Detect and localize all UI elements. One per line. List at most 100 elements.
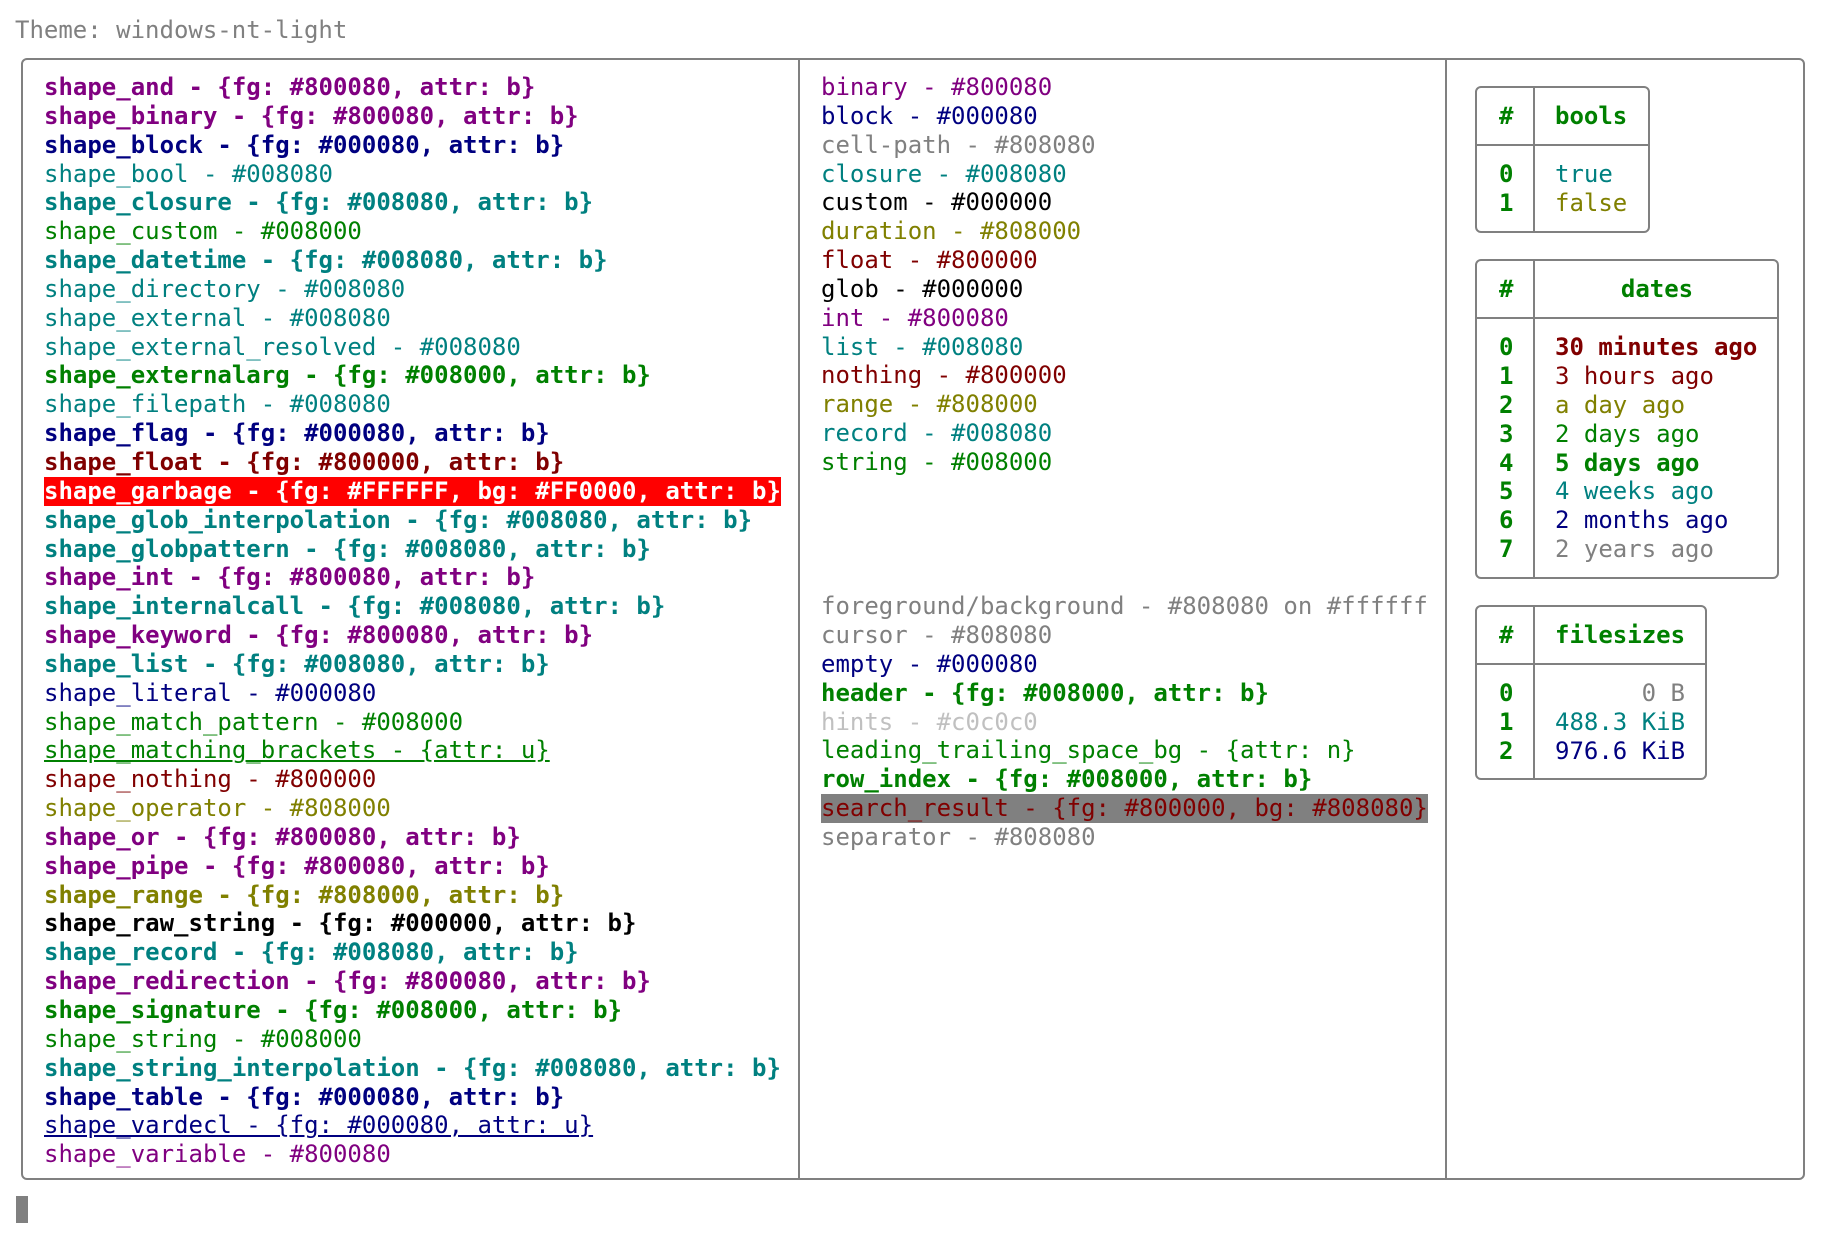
list-item-garbage: shape_garbage - {fg: #FFFFFF, bg: #FF000… [44, 476, 781, 506]
table-cell: true [1555, 160, 1613, 188]
table-row-index: 2 [1499, 737, 1514, 765]
table-row-index: 6 [1499, 506, 1514, 534]
list-item: shape_list - {fg: #008080, attr: b} [44, 649, 550, 678]
list-item: closure - #008080 [821, 159, 1067, 188]
list-item: float - #800000 [821, 246, 1038, 275]
list-item: shape_nothing - #800000 [44, 765, 377, 794]
list-item: shape_pipe - {fg: #800080, attr: b} [44, 851, 550, 880]
table-cell: 0 B [1641, 679, 1685, 707]
list-item: range - #808000 [821, 390, 1038, 419]
list-item: shape_closure - {fg: #008080, attr: b} [44, 188, 594, 217]
list-item: shape_int - {fg: #800080, attr: b} [44, 563, 536, 592]
table-cell: 488.3 KiB [1555, 708, 1686, 736]
shape-styles-list: shape_and - {fg: #800080, attr: b} shape… [44, 73, 781, 1169]
list-item: shape_string - #008000 [44, 1024, 362, 1053]
list-item: shape_operator - #808000 [44, 794, 391, 823]
list-item: custom - #000000 [821, 188, 1053, 217]
bools-table: # bools 0 true 1 false [1475, 86, 1650, 233]
list-item: leading_trailing_space_bg - {attr: n} [821, 736, 1356, 765]
list-item: foreground/background - #808080 on #ffff… [821, 592, 1428, 621]
list-item: shape_literal - #000080 [44, 678, 377, 707]
table-cell: 2 months ago [1555, 506, 1729, 534]
table-index-header: # [1499, 275, 1514, 303]
table-cell: false [1555, 189, 1628, 217]
list-item: shape_externalarg - {fg: #008000, attr: … [44, 361, 651, 390]
list-item: shape_flag - {fg: #000080, attr: b} [44, 419, 550, 448]
table-row-index: 1 [1499, 362, 1514, 390]
list-item: shape_glob_interpolation - {fg: #008080,… [44, 505, 753, 534]
list-item-search-result: search_result - {fg: #800000, bg: #80808… [821, 794, 1428, 823]
list-item: shape_raw_string - {fg: #000000, attr: b… [44, 909, 637, 938]
list-item: shape_bool - #008080 [44, 159, 333, 188]
type-styles-list: binary - #800080 block - #000080 cell-pa… [821, 73, 1428, 852]
column-separator [798, 58, 800, 1180]
list-item: shape_external - #008080 [44, 303, 391, 332]
list-item: shape_vardecl - {fg: #000080, attr: u} [44, 1111, 594, 1140]
table-cell: a day ago [1555, 391, 1686, 419]
table-column-header: filesizes [1555, 621, 1686, 649]
list-item: string - #008000 [821, 447, 1053, 476]
table-cell: 30 minutes ago [1555, 333, 1758, 361]
table-row-index: 5 [1499, 477, 1514, 505]
table-row-index: 4 [1499, 449, 1514, 477]
dates-table: # dates 0 30 minutes ago 1 3 hours ago 2… [1475, 259, 1779, 579]
list-item: shape_redirection - {fg: #800080, attr: … [44, 967, 651, 996]
table-column-header: bools [1555, 102, 1628, 130]
list-item: shape_string_interpolation - {fg: #00808… [44, 1053, 781, 1082]
table-index-header: # [1499, 621, 1514, 649]
table-cell: 3 hours ago [1555, 362, 1714, 390]
table-column-header: dates [1620, 275, 1694, 303]
list-item: shape_match_pattern - #008000 [44, 707, 464, 736]
list-item: shape_or - {fg: #800080, attr: b} [44, 822, 521, 851]
table-row-index: 3 [1499, 420, 1514, 448]
filesizes-table: # filesizes 0 0 B 1 488.3 KiB 2 976.6 Ki… [1475, 605, 1707, 780]
list-item: shape_and - {fg: #800080, attr: b} [44, 73, 536, 101]
spacer [821, 477, 1428, 592]
list-item: shape_binary - {fg: #800080, attr: b} [44, 101, 579, 130]
list-item: duration - #808000 [821, 217, 1082, 246]
table-row-index: 0 [1499, 679, 1514, 707]
list-item: separator - #808080 [821, 822, 1096, 851]
list-item: shape_globpattern - {fg: #008080, attr: … [44, 534, 651, 563]
table-cell: 5 days ago [1555, 449, 1700, 477]
table-row-index: 0 [1499, 160, 1514, 188]
list-item: shape_keyword - {fg: #800080, attr: b} [44, 621, 594, 650]
theme-title: Theme: windows-nt-light [15, 16, 348, 44]
list-item: header - {fg: #008000, attr: b} [821, 678, 1269, 707]
list-item: shape_datetime - {fg: #008080, attr: b} [44, 246, 608, 275]
list-item: shape_float - {fg: #800000, attr: b} [44, 447, 565, 476]
list-item: cursor - #808080 [821, 621, 1053, 650]
table-cell: 976.6 KiB [1555, 737, 1686, 765]
list-item: shape_internalcall - {fg: #008080, attr:… [44, 592, 666, 621]
list-item: int - #800080 [821, 303, 1009, 332]
list-item: nothing - #800000 [821, 361, 1067, 390]
list-item: binary - #800080 [821, 73, 1053, 101]
table-row-index: 2 [1499, 391, 1514, 419]
table-cell: 2 days ago [1555, 420, 1700, 448]
list-item: shape_signature - {fg: #008000, attr: b} [44, 996, 622, 1024]
list-item: shape_variable - #800080 [44, 1140, 391, 1169]
table-row-index: 1 [1499, 189, 1514, 217]
list-item: shape_block - {fg: #000080, attr: b} [44, 130, 565, 159]
list-item: shape_filepath - #008080 [44, 390, 391, 419]
list-item: shape_custom - #008000 [44, 217, 362, 246]
list-item: row_index - {fg: #008000, attr: b} [821, 765, 1313, 794]
list-item: glob - #000000 [821, 274, 1024, 303]
list-item: empty - #000080 [821, 649, 1038, 678]
column-separator [1445, 58, 1447, 1180]
table-row-index: 0 [1499, 333, 1514, 361]
list-item: list - #008080 [821, 332, 1024, 361]
list-item: cell-path - #808080 [821, 130, 1096, 159]
table-index-header: # [1499, 102, 1514, 130]
list-item: shape_directory - #008080 [44, 274, 406, 303]
table-row-index: 1 [1499, 708, 1514, 736]
terminal-cursor [16, 1196, 28, 1223]
list-item: hints - #c0c0c0 [821, 707, 1038, 736]
table-cell: 2 years ago [1555, 535, 1714, 563]
list-item: shape_external_resolved - #008080 [44, 332, 521, 361]
list-item: record - #008080 [821, 419, 1053, 448]
list-item: shape_matching_brackets - {attr: u} [44, 736, 550, 765]
theme-preview-frame [21, 58, 1805, 1180]
list-item: shape_table - {fg: #000080, attr: b} [44, 1082, 565, 1111]
list-item: block - #000080 [821, 101, 1038, 130]
